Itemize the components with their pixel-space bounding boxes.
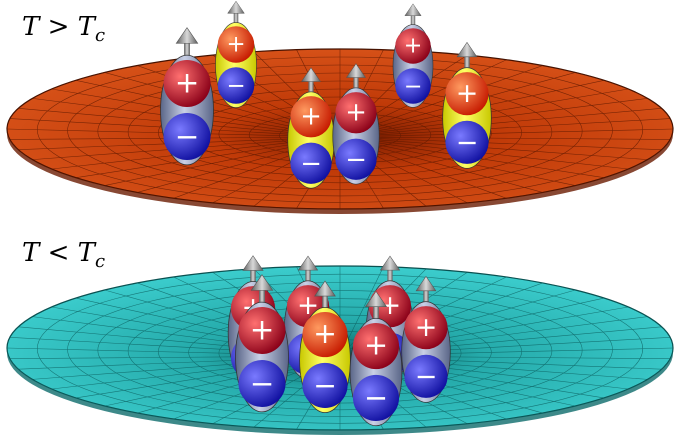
grid-spoke	[339, 118, 671, 138]
minus-sign: −	[250, 366, 275, 400]
minus-sign: −	[345, 145, 367, 175]
negative-charge	[395, 68, 431, 104]
arrow-icon	[242, 255, 264, 286]
positive-charge	[302, 312, 348, 358]
plus-sign: +	[456, 78, 479, 109]
positive-charge	[238, 307, 286, 355]
plus-sign: +	[226, 31, 245, 57]
dipole: +−	[349, 290, 403, 427]
minus-sign: −	[300, 149, 322, 179]
negative-charge	[445, 120, 489, 164]
minus-sign: −	[364, 381, 388, 415]
minus-sign: −	[313, 369, 337, 402]
dipole: +−	[332, 63, 380, 185]
plus-sign: +	[313, 317, 337, 350]
minus-sign: −	[226, 73, 245, 99]
plus-sign: +	[345, 98, 367, 128]
plus-sign: +	[415, 312, 438, 343]
plus-sign: +	[300, 102, 322, 132]
positive-charge	[290, 96, 332, 138]
grid-spoke	[339, 136, 648, 160]
arrow-icon	[301, 67, 321, 96]
positive-charge	[335, 92, 377, 134]
arrow-icon	[297, 255, 319, 285]
plus-sign: +	[404, 33, 423, 59]
grid-spoke	[339, 136, 671, 140]
dipole: +−	[392, 3, 434, 108]
negative-charge	[404, 354, 448, 398]
dipole: +−	[401, 275, 451, 403]
label-t-above-tc: T > Tc	[22, 12, 106, 47]
arrow-icon	[364, 290, 388, 323]
negative-charge	[217, 67, 255, 104]
negative-charge	[290, 142, 332, 184]
grid-spoke	[339, 136, 662, 151]
arrow-icon	[314, 280, 336, 312]
arrow-icon	[250, 274, 274, 307]
arrow-icon	[415, 275, 437, 306]
negative-charge	[335, 138, 377, 180]
dipole: +−	[235, 274, 289, 413]
plus-sign: +	[250, 312, 275, 346]
negative-charge	[302, 362, 348, 408]
dipole-layer: +−+−+−+−+−+−+−+−+−+−+−+−+−	[160, 0, 492, 427]
positive-charge	[368, 285, 412, 328]
minus-sign: −	[404, 73, 423, 99]
negative-charge	[352, 374, 400, 421]
arrow-icon	[346, 63, 366, 92]
label-t-below-tc: T < Tc	[22, 238, 106, 273]
negative-charge	[163, 112, 211, 160]
grid-spoke	[339, 107, 662, 138]
arrow-icon	[379, 255, 401, 285]
positive-charge	[404, 306, 448, 350]
arrow-icon	[175, 27, 199, 60]
minus-sign: −	[415, 361, 438, 392]
positive-charge	[163, 60, 211, 108]
plus-sign: +	[175, 65, 200, 99]
minus-sign: −	[456, 127, 479, 158]
positive-charge	[395, 28, 431, 64]
dipole: +−	[160, 27, 214, 166]
dipole: +−	[215, 0, 257, 108]
arrow-icon	[404, 3, 422, 28]
grid-spoke	[339, 98, 648, 138]
dipole: +−	[287, 67, 335, 189]
plus-sign: +	[379, 290, 401, 321]
arrow-icon	[456, 41, 478, 72]
positive-charge	[217, 26, 255, 63]
arrow-icon	[227, 0, 245, 26]
plus-sign: +	[364, 328, 388, 362]
minus-sign: −	[175, 119, 200, 153]
dipole: +−	[442, 41, 492, 169]
grid-spoke	[339, 128, 674, 138]
negative-charge	[238, 359, 286, 407]
positive-charge	[352, 323, 400, 370]
positive-charge	[445, 72, 489, 116]
